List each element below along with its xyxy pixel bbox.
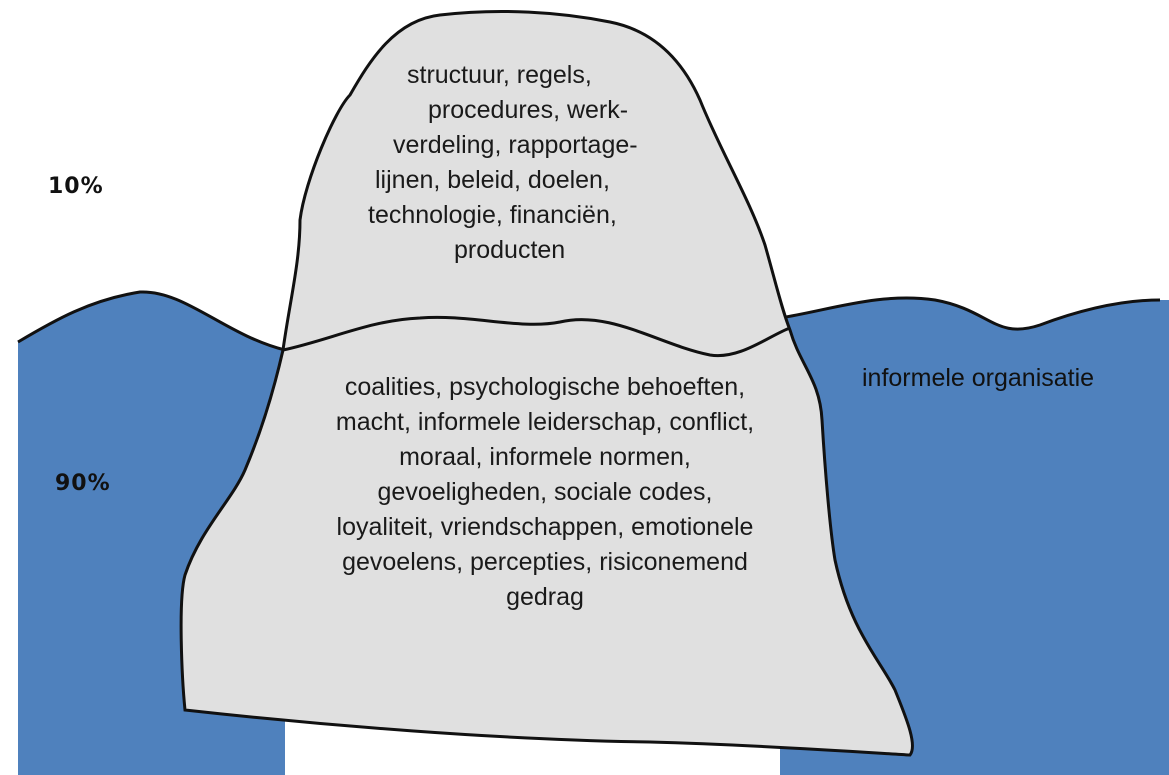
informal-organization-label: informele organisatie [862, 364, 1095, 392]
percentage-above-water: 10% [48, 174, 104, 199]
formal-line: procedures, werk- [428, 96, 629, 124]
informal-line: macht, informele leiderschap, conflict, [335, 408, 755, 436]
iceberg-waterline [282, 315, 791, 358]
informal-line: gedrag [506, 583, 584, 611]
informal-line: moraal, informele normen, [399, 443, 691, 471]
informal-line: gevoelens, percepties, risiconemend [342, 548, 748, 576]
iceberg-shape [179, 9, 914, 757]
formal-organization-text: structuur, regels, procedures, werk- ver… [360, 58, 720, 268]
water-area [18, 291, 1169, 775]
formal-line: verdeling, rapportage- [393, 131, 638, 159]
formal-line: structuur, regels, [407, 61, 592, 89]
water-surface-line [17, 290, 1161, 352]
informal-line: loyaliteit, vriendschappen, emotionele [336, 513, 754, 541]
informal-organization-text: coalities, psychologische behoeften, mac… [260, 370, 830, 615]
formal-line: technologie, financiën, [368, 201, 617, 229]
informal-line: gevoeligheden, sociale codes, [377, 478, 713, 506]
formal-line: producten [454, 236, 566, 264]
formal-line: lijnen, beleid, doelen, [375, 166, 610, 194]
percentage-below-water: 90% [55, 471, 111, 496]
informal-line: coalities, psychologische behoeften, [344, 373, 746, 401]
